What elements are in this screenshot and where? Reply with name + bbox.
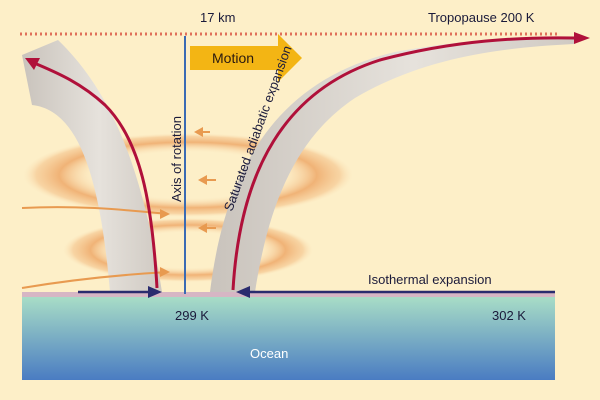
- sea-surface-line: [22, 292, 555, 297]
- ring-arrow-top-head: [194, 127, 203, 137]
- left-updraft-arrowhead: [25, 58, 40, 70]
- left-surface-inflow-arrowhead: [148, 286, 162, 298]
- inflow-arrow-low-head: [160, 267, 170, 277]
- inflow-arrow-low: [21, 271, 169, 289]
- lower-ring: [63, 218, 313, 282]
- right-outflow-band: [210, 36, 580, 292]
- height-label: 17 km: [200, 10, 236, 25]
- inflow-arrow-mid: [21, 206, 169, 215]
- inflow-arrow-mid-head: [160, 209, 170, 219]
- isothermal-inflow-arrowhead: [236, 286, 250, 298]
- axis-label: Axis of rotation: [169, 116, 184, 202]
- right-updraft-arrowhead: [574, 32, 590, 44]
- ocean-label: Ocean: [250, 346, 289, 361]
- isothermal-label: Isothermal expansion: [368, 272, 492, 287]
- ring-arrow-lower-head: [198, 223, 207, 233]
- left-outflow-band: [22, 40, 162, 292]
- right-updraft-line: [231, 36, 576, 291]
- motion-label: Motion: [212, 50, 255, 66]
- motion-arrow: [190, 34, 302, 82]
- ring-arrow-upper-head: [198, 175, 207, 185]
- left-updraft-line: [31, 60, 159, 289]
- temp-center-label: 299 K: [175, 308, 209, 323]
- ocean-block: [22, 297, 555, 380]
- tropopause-label: Tropopause 200 K: [428, 10, 535, 25]
- temp-outer-label: 302 K: [492, 308, 526, 323]
